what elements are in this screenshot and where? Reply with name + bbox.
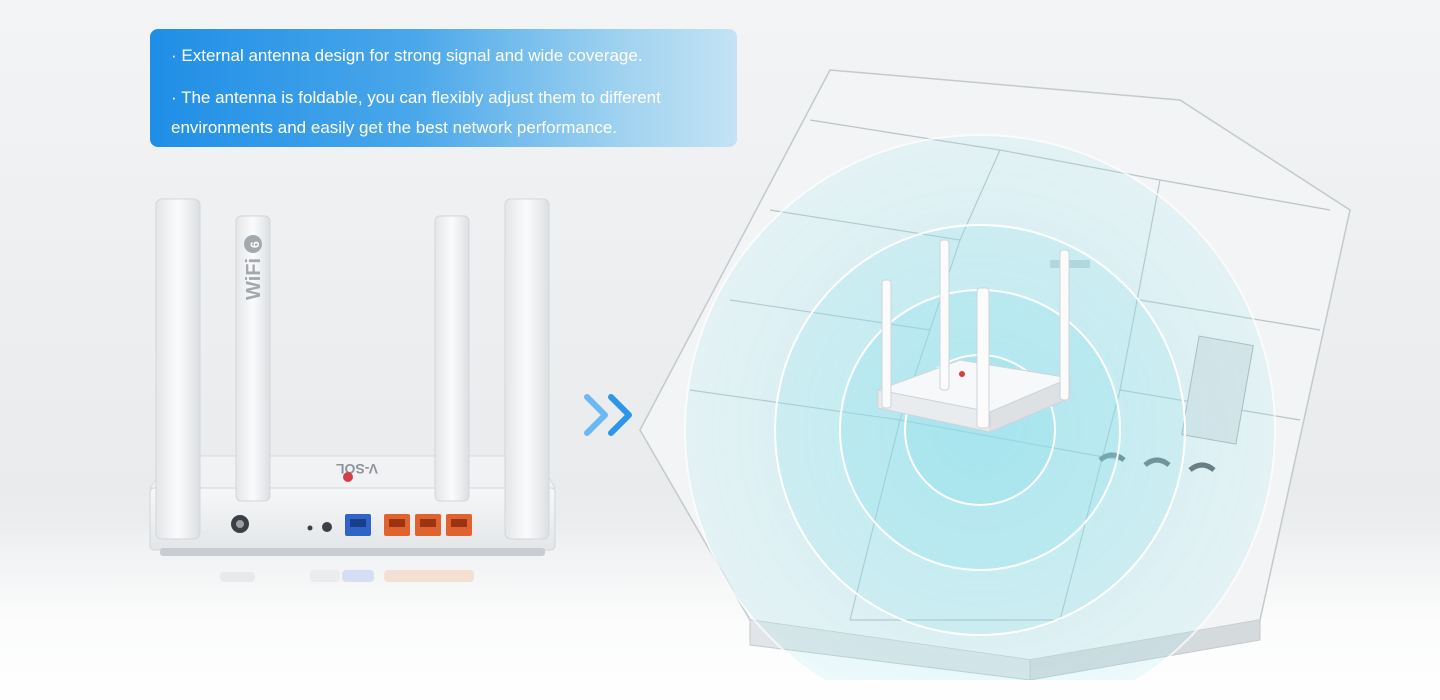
svg-text:V-SOL: V-SOL — [336, 461, 378, 477]
feature-callout: · External antenna design for strong sig… — [150, 29, 737, 147]
double-arrow-icon — [584, 394, 632, 436]
antenna-inner-left — [235, 215, 271, 502]
svg-text:6: 6 — [248, 241, 262, 248]
antenna-outer-right — [504, 198, 550, 540]
house-coverage-illustration — [639, 69, 1351, 680]
wifi6-antenna-label: WiFi 6 — [243, 235, 265, 300]
antenna-inner-right — [434, 215, 470, 502]
router-rear-view: WiFi 6 V-SOL — [149, 198, 556, 582]
brand-logo: V-SOL — [336, 461, 378, 482]
router-small — [876, 239, 1072, 433]
wps-button — [322, 522, 332, 532]
antenna-outer-left — [155, 198, 201, 540]
reset-hole — [307, 525, 313, 531]
feature-bullet-1: · External antenna design for strong sig… — [171, 46, 643, 65]
feature-bullet-2: · The antenna is foldable, you can flexi… — [171, 88, 661, 137]
svg-text:WiFi: WiFi — [243, 258, 265, 300]
